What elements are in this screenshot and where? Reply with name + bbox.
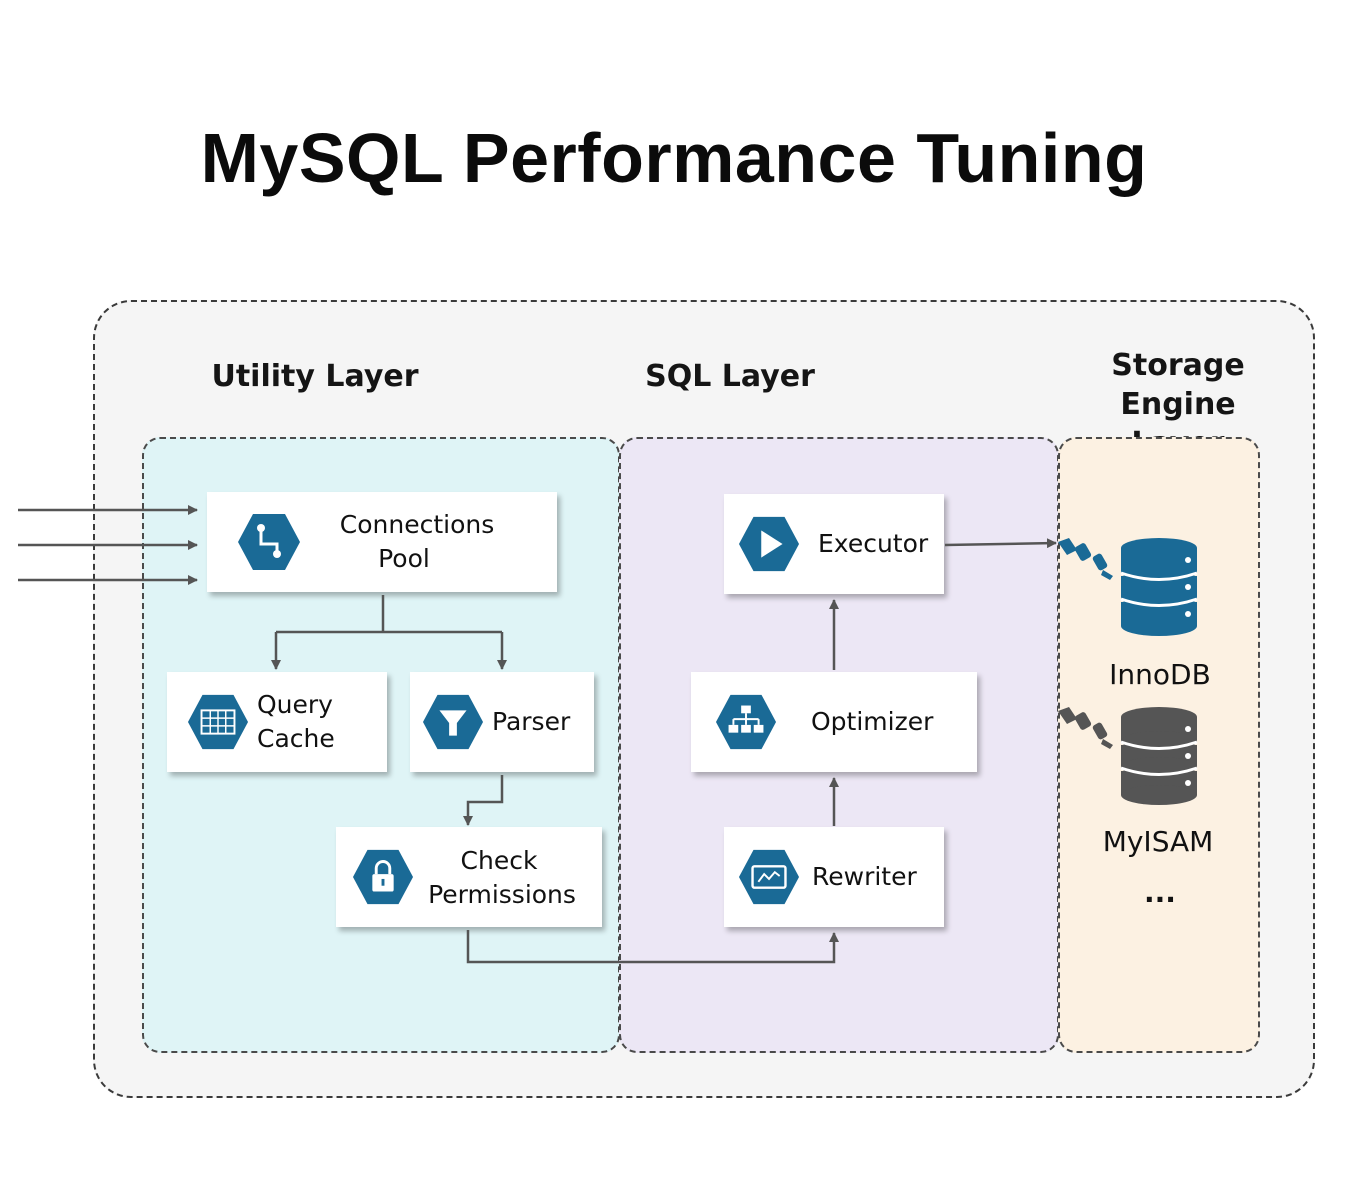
- myisam-label: MyISAM: [1102, 825, 1214, 858]
- monitor-icon: [738, 849, 800, 905]
- check-permissions-label-line1: Check: [460, 846, 538, 875]
- innodb-label: InnoDB: [1109, 658, 1211, 691]
- connections-pool-label-line2: Pool: [378, 544, 430, 573]
- executor-label: Executor: [818, 529, 929, 558]
- hierarchy-icon: [715, 694, 777, 750]
- check-permissions-label-line2: Permissions: [428, 880, 576, 909]
- parser-box[interactable]: Parser: [410, 672, 594, 772]
- connections-pool-label-line1: Connections: [339, 510, 495, 539]
- connections-pool-box[interactable]: Connections Pool: [207, 492, 557, 592]
- parser-label: Parser: [492, 707, 571, 736]
- arrow-to-check-permissions: [463, 775, 504, 826]
- more-engines-ellipsis: ...: [1144, 876, 1176, 909]
- funnel-icon: [422, 694, 484, 750]
- grid-icon: [187, 694, 249, 750]
- lock-icon: [352, 849, 414, 905]
- utility-layer-title: Utility Layer: [211, 359, 419, 394]
- arrow-to-storage: [944, 538, 1057, 549]
- innodb-database-icon: [1058, 538, 1198, 636]
- play-icon: [738, 516, 800, 572]
- optimizer-box[interactable]: Optimizer: [691, 672, 977, 772]
- query-cache-label-line1: Query: [257, 690, 333, 719]
- rewriter-box[interactable]: Rewriter: [724, 827, 944, 927]
- query-cache-box[interactable]: Query Cache: [167, 672, 387, 772]
- query-cache-label-line2: Cache: [257, 724, 335, 753]
- page-title: MySQL Performance Tuning: [200, 119, 1148, 197]
- myisam-database-icon: [1058, 707, 1198, 805]
- executor-box[interactable]: Executor: [724, 494, 944, 594]
- sql-layer-title: SQL Layer: [645, 359, 815, 394]
- rewriter-label: Rewriter: [812, 862, 917, 891]
- optimizer-label: Optimizer: [811, 707, 934, 736]
- storage-layer-title-line1: Storage Engine: [1111, 348, 1245, 422]
- check-permissions-box[interactable]: Check Permissions: [336, 827, 602, 927]
- arrow-to-rewriter: [466, 930, 839, 964]
- branch-icon: [238, 514, 300, 570]
